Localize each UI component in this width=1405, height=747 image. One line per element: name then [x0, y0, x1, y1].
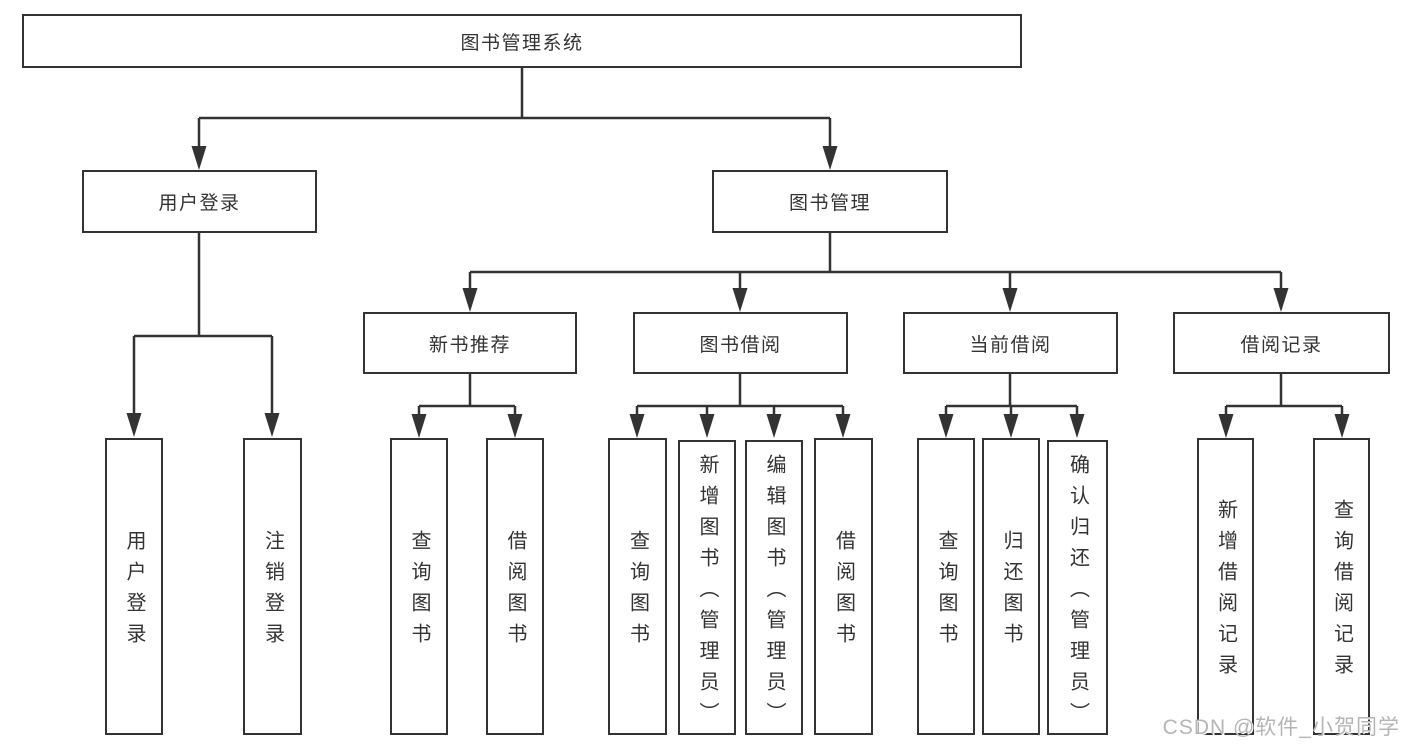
- node-root-label: 图书管理系统: [460, 32, 584, 54]
- wire-current-to-leaves: [944, 374, 1079, 418]
- leaf-logout-login-label: 注销登录: [261, 530, 284, 654]
- leaf-borrow-borrow-books: 借阅图书: [814, 438, 873, 735]
- leaf-borrow-query-books-label: 查询图书: [626, 530, 649, 654]
- node-root: 图书管理系统: [22, 14, 1022, 68]
- leaf-newbook-borrow-books-label: 借阅图书: [504, 530, 526, 654]
- node-book-management-label: 图书管理: [788, 193, 871, 214]
- leaf-current-confirm-return-admin-label: 确认归还（管理员）: [1066, 453, 1089, 733]
- leaf-borrow-add-books-admin: 新增图书（管理员）: [678, 440, 736, 735]
- leaf-borrow-edit-books-admin: 编辑图书（管理员）: [745, 440, 803, 735]
- node-new-book-recommend-label: 新书推荐: [428, 334, 511, 356]
- node-borrow-records-label: 借阅记录: [1240, 334, 1323, 356]
- leaf-records-query-record: 查询借阅记录: [1313, 438, 1370, 735]
- leaf-borrow-query-books: 查询图书: [608, 438, 667, 735]
- node-new-book-recommend: 新书推荐: [363, 312, 577, 374]
- leaf-records-add-record: 新增借阅记录: [1197, 438, 1254, 735]
- leaf-newbook-query-books-label: 查询图书: [408, 530, 430, 654]
- leaf-current-return-books: 归还图书: [982, 438, 1040, 735]
- node-book-management: 图书管理: [712, 170, 948, 233]
- node-borrow-records: 借阅记录: [1173, 312, 1390, 374]
- wire-borrow-to-leaves: [635, 374, 845, 418]
- leaf-borrow-edit-books-admin-label: 编辑图书（管理员）: [763, 453, 785, 733]
- arrowheads: [126, 146, 1350, 438]
- node-user-login: 用户登录: [82, 170, 317, 233]
- node-book-borrow: 图书借阅: [633, 312, 848, 374]
- leaf-borrow-add-books-admin-label: 新增图书（管理员）: [696, 453, 718, 733]
- node-current-borrow: 当前借阅: [903, 312, 1118, 374]
- leaf-current-confirm-return-admin: 确认归还（管理员）: [1047, 440, 1108, 735]
- leaf-borrow-borrow-books-label: 借阅图书: [832, 530, 855, 654]
- wire-records-to-leaves: [1224, 374, 1344, 418]
- leaf-user-login: 用户登录: [105, 438, 163, 735]
- node-book-borrow-label: 图书借阅: [699, 334, 782, 356]
- leaf-records-add-record-label: 新增借阅记录: [1214, 499, 1237, 685]
- leaf-newbook-query-books: 查询图书: [390, 438, 448, 735]
- wire-userlogin-to-leaves: [132, 233, 274, 417]
- wire-newbook-to-leaves: [417, 374, 517, 418]
- leaf-current-query-books: 查询图书: [917, 438, 975, 735]
- leaf-newbook-borrow-books: 借阅图书: [486, 438, 544, 735]
- node-current-borrow-label: 当前借阅: [969, 334, 1052, 356]
- leaf-logout-login: 注销登录: [243, 438, 302, 735]
- wire-root-to-level2: [197, 68, 832, 150]
- leaf-current-return-books-label: 归还图书: [1000, 530, 1022, 654]
- leaf-current-query-books-label: 查询图书: [935, 530, 957, 654]
- node-user-login-label: 用户登录: [158, 193, 241, 214]
- wire-bookmgmt-to-level3: [468, 233, 1283, 292]
- leaf-user-login-label: 用户登录: [123, 530, 145, 654]
- leaf-records-query-record-label: 查询借阅记录: [1330, 499, 1353, 685]
